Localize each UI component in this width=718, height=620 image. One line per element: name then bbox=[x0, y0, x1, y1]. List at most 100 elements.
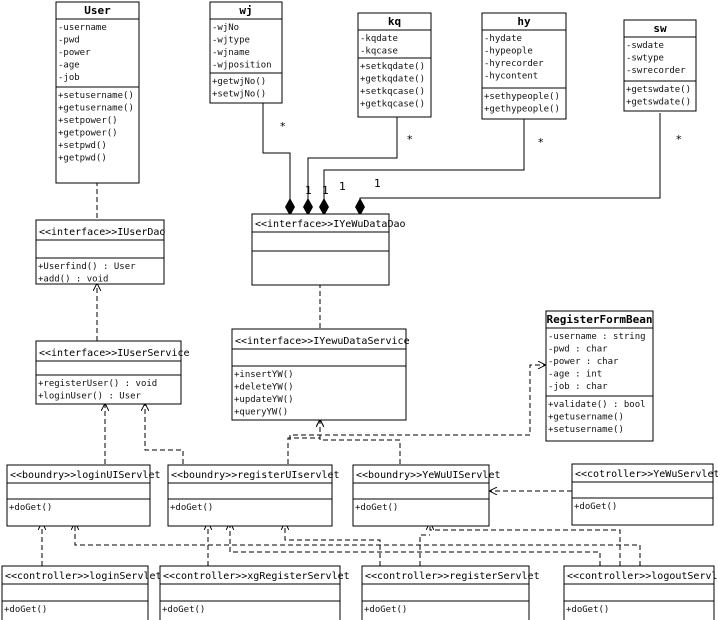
class-iyewudataservice-name: <<interface>>IYewuDataService bbox=[235, 336, 410, 347]
class-iuserdao-name: <<interface>>IUserDao bbox=[39, 227, 165, 238]
class-kq-attribute: -kqcase bbox=[360, 47, 398, 57]
class-user: User-username-pwd-power-age-job+setusern… bbox=[55, 1, 140, 184]
registerservlet-to-yewuui-dependency bbox=[419, 534, 430, 566]
class-iuserdao: <<interface>>IUserDao+Userfind() : User+… bbox=[35, 219, 165, 285]
class-kq: kq -kqdate -kqcase +setkqdate() +getkqdate()… bbox=[357, 12, 432, 118]
class-yewuuiservlet-frame bbox=[352, 464, 490, 527]
diamond-wj bbox=[285, 198, 295, 216]
class-user-method: +setpower() bbox=[58, 116, 118, 126]
class-iuserdao-frame bbox=[35, 219, 165, 285]
mult-one-d: 1 bbox=[374, 177, 381, 190]
class-sw-method: +getswdate() bbox=[626, 85, 691, 95]
class-registeruiservlet-frame bbox=[167, 464, 333, 527]
class-kq-name: kq bbox=[388, 15, 401, 28]
class-wj-attribute: -wjposition bbox=[212, 61, 272, 71]
class-registeruiservlet-name: <<boundry>>registerUIservlet bbox=[171, 470, 340, 481]
class-iyewudataservice: <<interface>>IYewuDataService +insertYW()… bbox=[231, 328, 410, 421]
class-logoutservlet: <<controller>>logoutServlet +doGet() bbox=[563, 565, 718, 620]
class-yewuservlet-frame bbox=[571, 463, 714, 526]
class-user-method: +getpower() bbox=[58, 129, 118, 139]
class-xgregisterservlet-name: <<controller>>xgRegisterServlet bbox=[163, 571, 350, 582]
registerui-to-iyewudataservice-dependency bbox=[287, 420, 320, 464]
class-iyewudatadao-name: <<interface>>IYeWuDataDao bbox=[255, 219, 406, 230]
class-registerservlet: <<controller>>registerServlet+doGet() bbox=[361, 565, 540, 620]
mult-kq-many: * bbox=[407, 133, 413, 146]
class-registerservlet-method: +doGet() bbox=[364, 605, 407, 615]
class-yewuuiservlet: <<boundry>>YeWuUIServlet +doGet() bbox=[352, 464, 501, 527]
class-wj-attribute: -wjname bbox=[212, 48, 250, 58]
class-iuserservice-frame bbox=[35, 340, 182, 405]
class-loginservlet-name: <<controller>>loginServlet bbox=[5, 571, 162, 582]
class-xgregisterservlet: <<controller>>xgRegisterServlet +doGet() bbox=[159, 565, 350, 620]
class-loginservlet-frame bbox=[1, 565, 149, 620]
class-kq-method: +setkqdate() bbox=[360, 62, 425, 72]
class-yewuuiservlet-method: +doGet() bbox=[355, 503, 398, 513]
class-yewuservlet-method: +doGet() bbox=[574, 502, 617, 512]
class-logoutservlet-frame bbox=[563, 565, 715, 620]
class-loginuiservlet-method: +doGet() bbox=[9, 503, 52, 513]
class-sw-name: sw bbox=[653, 22, 667, 35]
class-hy: hy-hydate-hypeople-hyrecorder-hycontent+… bbox=[481, 12, 567, 120]
class-user-attribute: -username bbox=[58, 23, 107, 33]
class-hy-attribute: -hypeople bbox=[484, 47, 533, 57]
hy-to-iyewudatadao-composition bbox=[323, 116, 525, 200]
class-hy-method: +gethypeople() bbox=[484, 105, 560, 115]
class-kq-method: +setkqcase() bbox=[360, 87, 425, 97]
mult-sw-many: * bbox=[676, 133, 682, 146]
class-yewuuiservlet-name: <<boundry>>YeWuUIServlet bbox=[356, 470, 501, 481]
class-registerformbean-method: +getusername() bbox=[548, 413, 624, 423]
class-logoutservlet-method: +doGet() bbox=[566, 605, 609, 615]
class-sw: sw-swdate-swtype-swrecorder+getswdate()+… bbox=[623, 19, 697, 112]
class-registerformbean-attribute: -power : char bbox=[548, 357, 619, 367]
diamond-hy bbox=[319, 198, 329, 216]
class-registerformbean: RegisterFormBean -username : string -pwd :… bbox=[545, 310, 654, 442]
class-loginservlet: <<controller>>loginServlet+doGet() bbox=[1, 565, 162, 620]
diamond-kq bbox=[303, 198, 313, 216]
class-kq-method: +getkqdate() bbox=[360, 75, 425, 85]
class-hy-method: +sethypeople() bbox=[484, 92, 560, 102]
yewuui-to-iyewudataservice-dependency bbox=[320, 420, 401, 464]
mult-one-a: 1 bbox=[305, 184, 312, 197]
class-yewuservlet-name: <<cotroller>>YeWuServlet bbox=[575, 469, 718, 480]
connectors bbox=[42, 102, 661, 566]
class-registerformbean-method: +setusername() bbox=[548, 425, 624, 435]
class-registerformbean-attribute: -age : int bbox=[548, 370, 602, 380]
diamond-sw bbox=[355, 198, 365, 216]
kq-to-iyewudatadao-composition bbox=[307, 116, 398, 200]
class-iyewudataservice-method: +queryYW() bbox=[234, 408, 288, 418]
registerservlet-to-registerui-dependency bbox=[285, 523, 381, 566]
mult-one-b: 1 bbox=[322, 184, 329, 197]
class-sw-frame bbox=[623, 19, 697, 112]
class-iuserdao-method: +Userfind() : User bbox=[38, 262, 136, 272]
class-iuserservice-method: +loginUser() : User bbox=[38, 392, 142, 402]
class-registerformbean-attribute: -username : string bbox=[548, 332, 646, 342]
class-kq-attribute: -kqdate bbox=[360, 34, 398, 44]
class-loginuiservlet-frame bbox=[6, 464, 151, 527]
class-iyewudataservice-method: +insertYW() bbox=[234, 370, 294, 380]
class-iyewudataservice-frame bbox=[231, 328, 407, 421]
class-logoutservlet-name: <<controller>>logoutServlet bbox=[567, 571, 718, 582]
class-registerformbean-attribute: -pwd : char bbox=[548, 345, 608, 355]
class-sw-attribute: -swrecorder bbox=[626, 66, 686, 76]
mult-one-c: 1 bbox=[339, 180, 346, 193]
class-iyewudatadao: <<interface>>IYeWuDataDao bbox=[251, 213, 406, 286]
class-sw-attribute: -swtype bbox=[626, 54, 664, 64]
class-kq-method: +getkqcase() bbox=[360, 100, 425, 110]
class-wj-method: +setwjNo() bbox=[212, 90, 266, 100]
class-iuserservice: <<interface>>IUserService+registerUser()… bbox=[35, 340, 190, 405]
class-hy-attribute: -hydate bbox=[484, 34, 522, 44]
class-registeruiservlet-method: +doGet() bbox=[170, 503, 213, 513]
mult-wj-many: * bbox=[280, 120, 286, 133]
multiplicity-labels: * * * * 1 1 1 1 bbox=[280, 120, 682, 197]
wj-to-iyewudatadao-composition bbox=[262, 102, 291, 200]
class-registerformbean-name: RegisterFormBean bbox=[547, 313, 653, 326]
mult-hy-many: * bbox=[538, 136, 544, 149]
class-wj-method: +getwjNo() bbox=[212, 77, 266, 87]
class-registerformbean-attribute: -job : char bbox=[548, 382, 608, 392]
logoutservlet-to-loginui-dependency bbox=[75, 523, 641, 566]
class-iyewudataservice-method: +deleteYW() bbox=[234, 383, 294, 393]
class-xgregisterservlet-method: +doGet() bbox=[162, 605, 205, 615]
class-user-attribute: -pwd bbox=[58, 36, 80, 46]
